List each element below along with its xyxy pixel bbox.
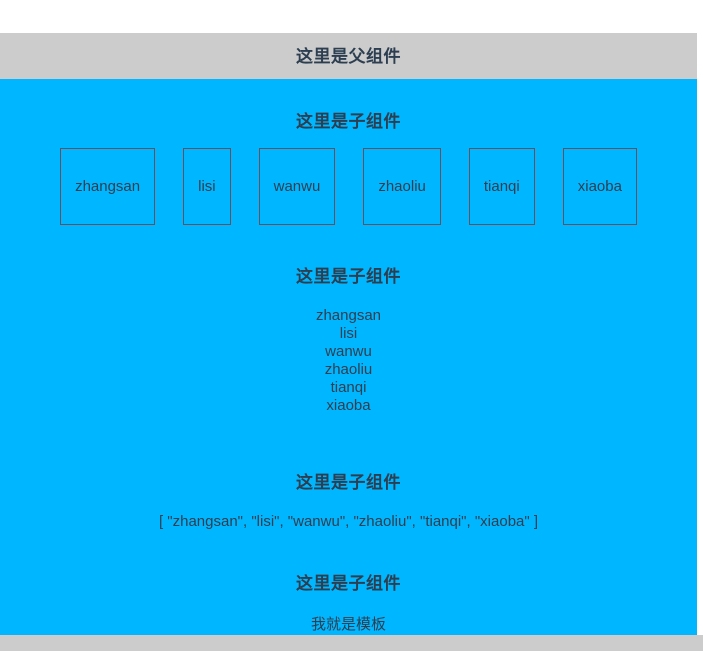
name-box[interactable]: tianqi bbox=[468, 148, 535, 225]
slot-content-text: 我就是模板 bbox=[310, 616, 386, 633]
list-item: tianqi bbox=[330, 379, 367, 396]
list-item: zhaoliu bbox=[324, 361, 373, 378]
name-box[interactable]: wanwu bbox=[258, 148, 336, 225]
name-box-row: zhangsan lisi wanwu zhaoliu tianqi xiaoba bbox=[0, 148, 697, 225]
child-section-array-title: 这里是子组件 bbox=[296, 473, 401, 492]
list-item: xiaoba bbox=[326, 397, 371, 414]
name-list: zhangsan lisi wanwu zhaoliu tianqi xiaob… bbox=[0, 307, 697, 415]
child-section-list-title: 这里是子组件 bbox=[296, 267, 401, 286]
name-box[interactable]: xiaoba bbox=[562, 148, 637, 225]
list-item: zhangsan bbox=[315, 307, 382, 324]
name-box[interactable]: zhaoliu bbox=[363, 148, 441, 225]
array-value-text: [ "zhangsan", "lisi", "wanwu", "zhaoliu"… bbox=[158, 513, 539, 530]
child-section-slot-title: 这里是子组件 bbox=[296, 574, 401, 593]
child-section-boxes-title: 这里是子组件 bbox=[296, 112, 401, 131]
bottom-strip bbox=[0, 635, 703, 651]
list-item: wanwu bbox=[325, 343, 372, 360]
name-box[interactable]: lisi bbox=[183, 148, 231, 225]
name-box[interactable]: zhangsan bbox=[60, 148, 156, 225]
parent-component-panel: 这里是父组件 bbox=[0, 33, 697, 79]
parent-component-title: 这里是父组件 bbox=[296, 47, 401, 66]
list-item: lisi bbox=[339, 325, 358, 342]
